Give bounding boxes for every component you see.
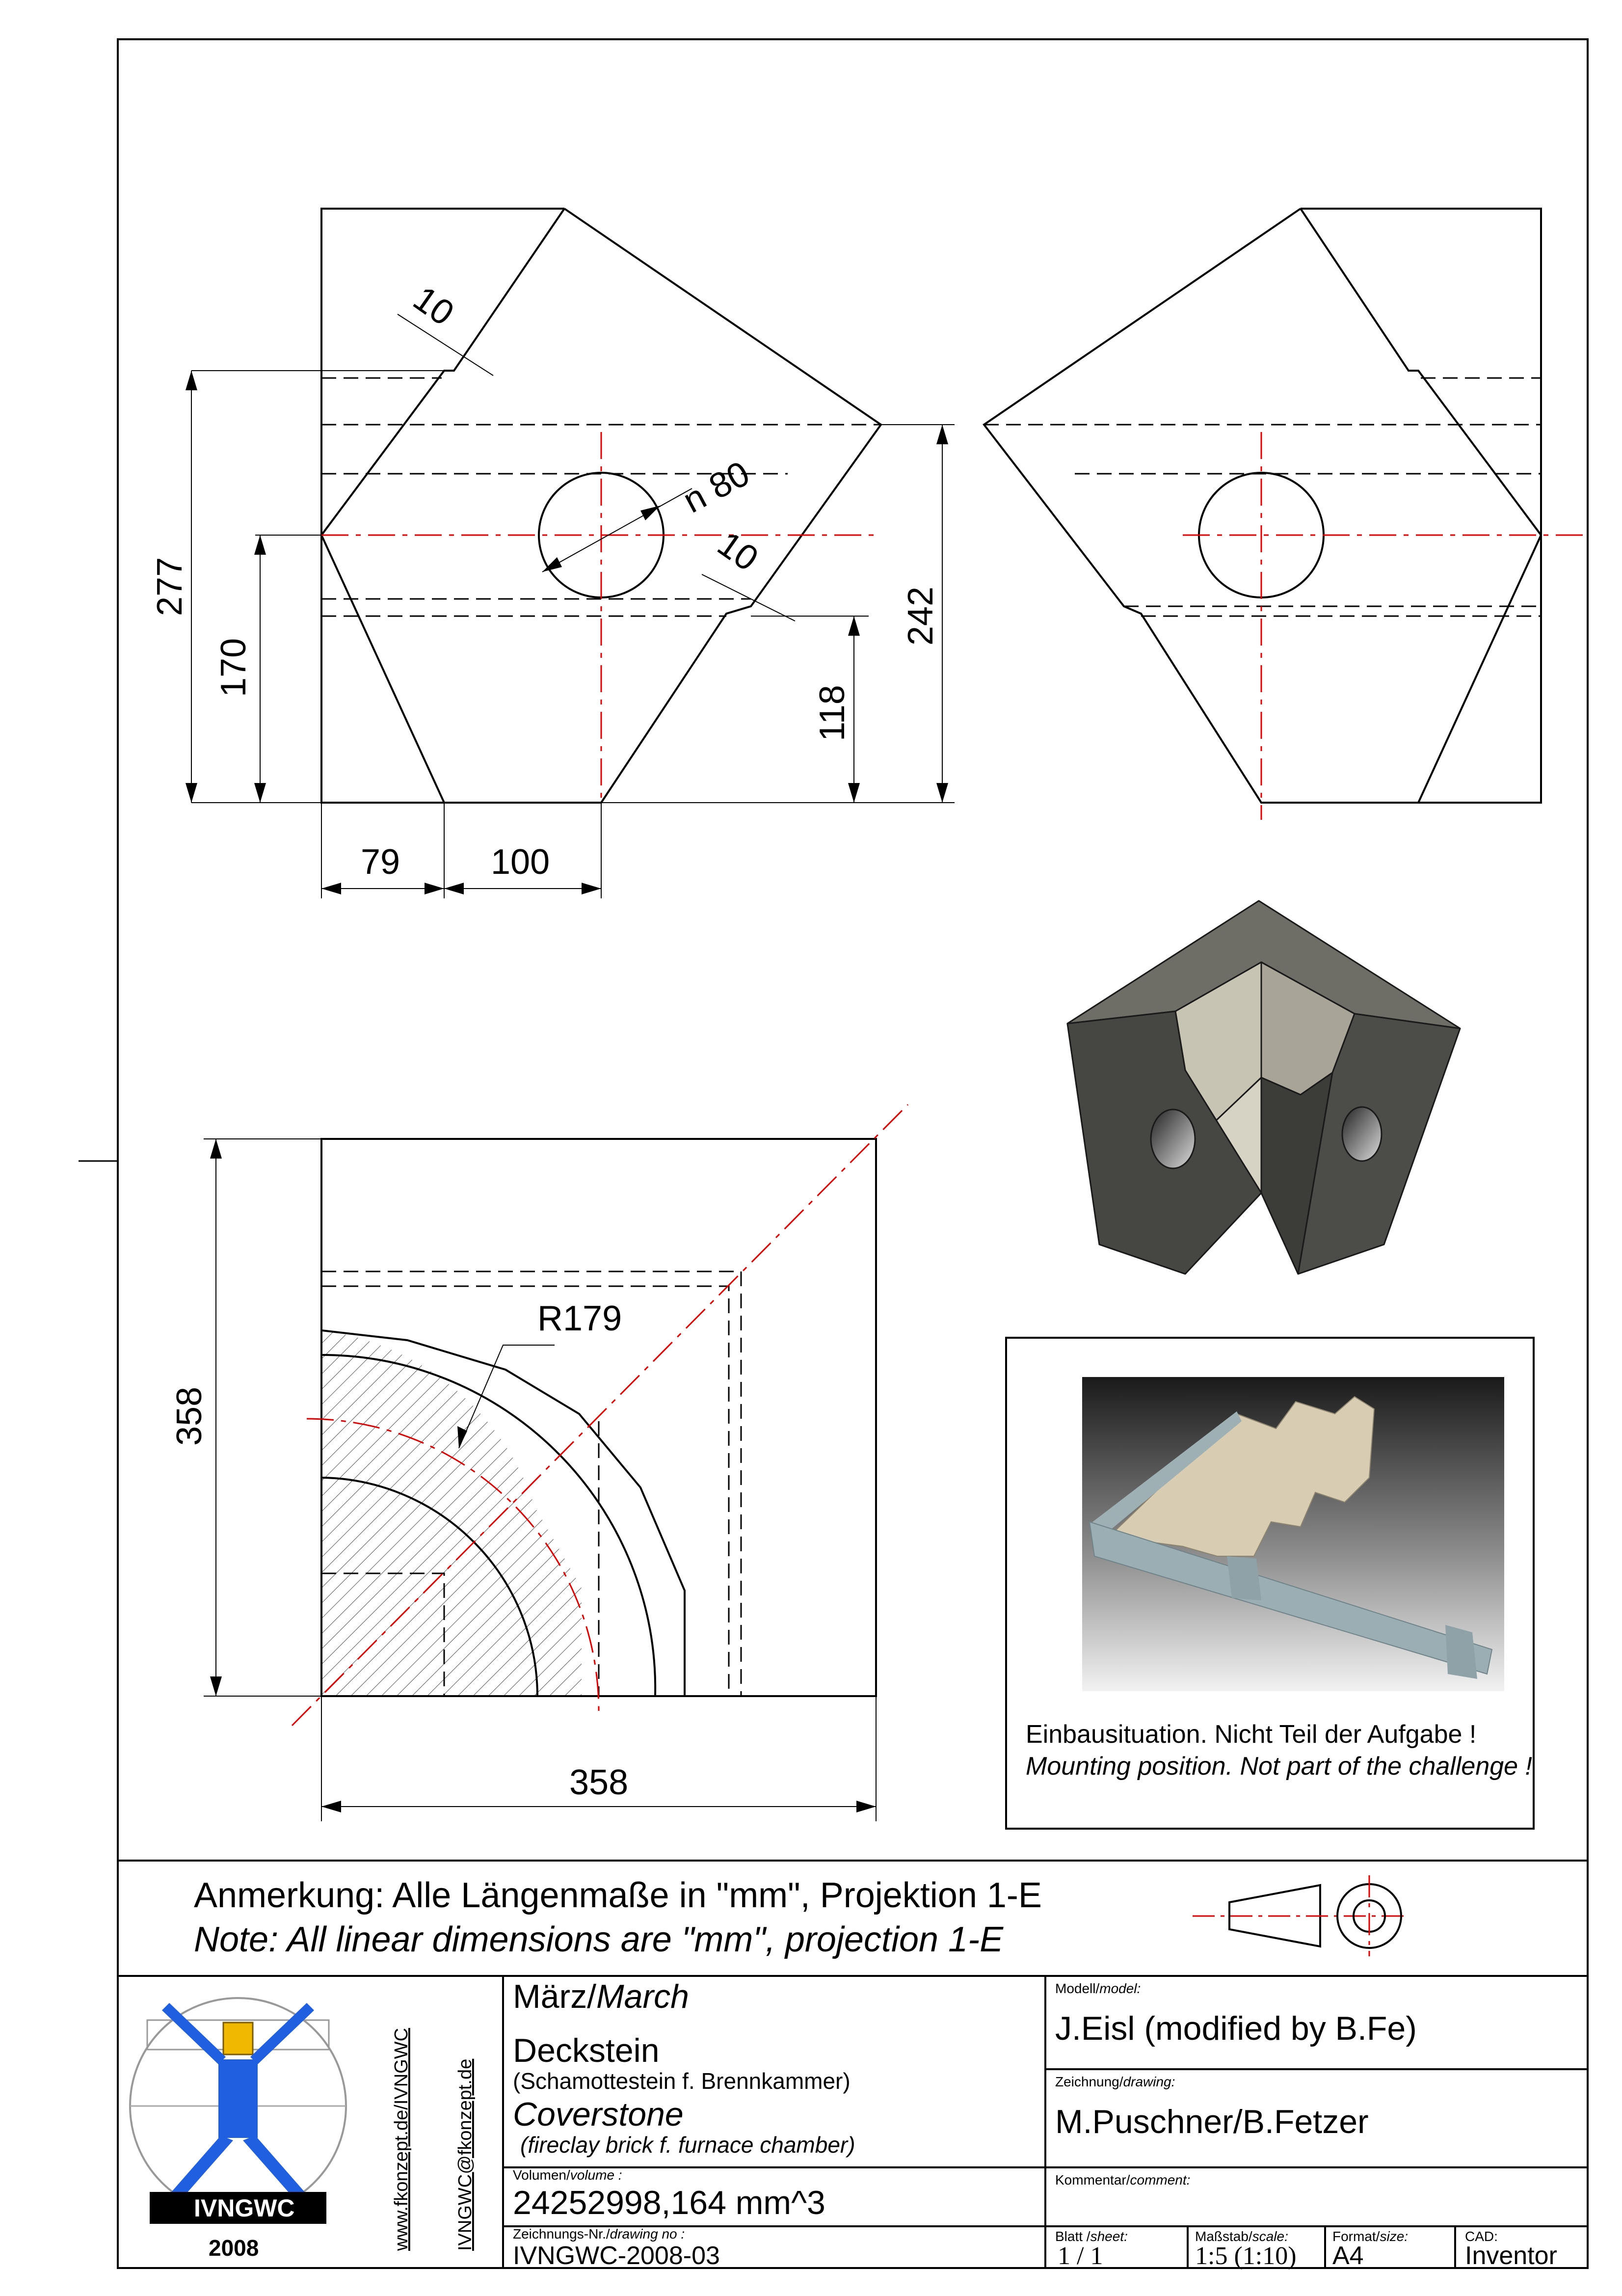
projection-symbol [1193,1875,1409,1956]
drawing-no-value: IVNGWC-2008-03 [513,2242,720,2270]
part-name-de-sub: (Schamottestein f. Brennkammer) [513,2068,851,2094]
dim-height-right: 242 [901,587,940,646]
plan-view: R179 358 358 [170,1104,909,1821]
dim-plan-height: 358 [170,1387,209,1446]
format-label: Format/size: [1332,2229,1408,2244]
part-name-en: Coverstone [513,2096,684,2133]
comment-label: Kommentar/comment: [1055,2172,1190,2188]
dim-bottom-mid: 100 [491,842,550,882]
model-value: J.Eisl (modified by B.Fe) [1055,2010,1417,2047]
dim-plan-width: 358 [569,1763,628,1802]
part-name-en-sub: (fireclay brick f. furnace chamber) [520,2132,855,2158]
dim-bottom-left: 79 [361,842,400,882]
model-label: Modell/model: [1055,1981,1141,1996]
drawing-label: Zeichnung/drawing: [1055,2074,1175,2089]
format-value: A4 [1332,2242,1364,2270]
cad-value: Inventor [1465,2242,1557,2270]
dim-notch-right: 10 [711,524,765,579]
logo-year: 2008 [209,2235,259,2261]
dim-height-right-low: 118 [813,685,852,741]
mounting-photo [1082,1377,1504,1691]
iso-view [1066,900,1461,1275]
front-dimension-texts: 10 n 80 10 277 170 118 242 79 100 [150,279,940,882]
date-label: März/March [513,1978,689,2015]
dim-height-center: 170 [214,638,253,697]
mounting-note-en: Mounting position. Not part of the chall… [1026,1752,1532,1781]
email-link[interactable]: IVNGWC@fkonzept.de [455,2059,476,2251]
dim-hole-diameter: n 80 [677,454,756,520]
front-dimension-lines [191,314,955,898]
mounting-photo-frame [1005,1337,1535,1830]
scale-label: Maßstab/scale: [1195,2229,1288,2244]
front-arrows [186,371,948,894]
side-view [983,208,1542,804]
volume-label: Volumen/volume : [513,2167,622,2183]
note-en: Note: All linear dimensions are "mm", pr… [194,1920,1004,1959]
sheet-border [117,38,1589,2269]
website-link[interactable]: www.fkonzept.de/IVNGWC [391,2028,412,2251]
title-block-lines [502,1976,1588,2268]
note-de: Anmerkung: Alle Längenmaße in "mm", Proj… [194,1876,1042,1915]
logo-text: IVNGWC [194,2194,295,2222]
sheet-label: Blatt /sheet: [1055,2229,1128,2244]
drawing-no-label: Zeichnungs-Nr./drawing no : [513,2226,685,2242]
front-view [320,208,882,804]
mounting-note-de: Einbausituation. Nicht Teil der Aufgabe … [1026,1720,1476,1749]
cad-label: CAD: [1465,2229,1498,2244]
front-centerlines [321,432,878,805]
sheet-value: 1 / 1 [1058,2242,1103,2270]
drawing-value: M.Puschner/B.Fetzer [1055,2103,1369,2140]
volume-value: 24252998,164 mm^3 [513,2184,825,2221]
scale-value: 1:5 (1:10) [1195,2242,1297,2270]
ivngwc-logo: IVNGWC 2008 [129,1997,347,2261]
dim-plan-radius: R179 [537,1299,622,1338]
dim-height-total: 277 [150,557,189,616]
part-name-de: Deckstein [513,2032,660,2069]
side-centerlines [1183,432,1583,820]
